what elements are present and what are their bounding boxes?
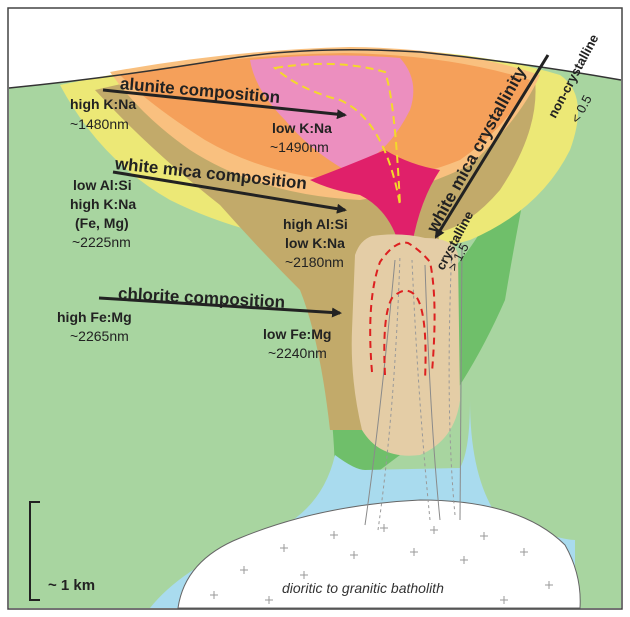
chlorite-end: low Fe:Mg [263,327,331,342]
chlorite-start: high Fe:Mg [57,310,132,325]
batholith-label: dioritic to granitic batholith [282,581,444,596]
white-mica-start-3: (Fe, Mg) [75,216,129,231]
white-mica-start-nm: ~2225nm [72,235,131,250]
alunite-start-nm: ~1480nm [70,117,129,132]
white-mica-end-2: low K:Na [285,236,345,251]
alunite-end-nm: ~1490nm [270,140,329,155]
white-mica-end-1: high Al:Si [283,217,348,232]
chlorite-start-nm: ~2265nm [70,329,129,344]
chlorite-end-nm: ~2240nm [268,346,327,361]
white-mica-end-nm: ~2180nm [285,255,344,270]
alunite-start: high K:Na [70,97,136,112]
scale-label: ~ 1 km [48,578,95,595]
white-mica-start-1: low Al:Si [73,178,132,193]
white-mica-start-2: high K:Na [70,197,136,212]
alunite-end: low K:Na [272,121,332,136]
